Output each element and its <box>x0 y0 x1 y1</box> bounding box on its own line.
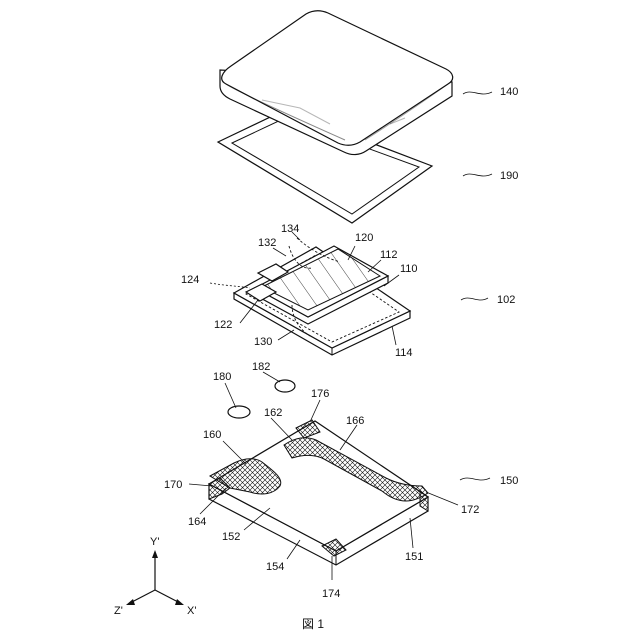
label-130: 130 <box>254 336 272 348</box>
axis-y-label: Y' <box>150 536 159 548</box>
axis-triad <box>126 550 184 605</box>
label-176: 176 <box>311 388 329 400</box>
label-114: 114 <box>395 347 413 359</box>
label-110: 110 <box>400 263 418 275</box>
label-151: 151 <box>405 551 423 563</box>
label-140: 140 <box>500 86 518 98</box>
label-132: 132 <box>258 237 276 249</box>
base-plate-150 <box>209 420 428 565</box>
label-174: 174 <box>322 588 340 600</box>
label-112: 112 <box>380 249 398 261</box>
label-122: 122 <box>214 319 232 331</box>
label-134: 134 <box>281 223 299 235</box>
label-152: 152 <box>222 531 240 543</box>
figure-caption: 図 1 <box>302 617 324 631</box>
label-172: 172 <box>461 504 479 516</box>
label-180: 180 <box>213 371 231 383</box>
label-120: 120 <box>355 232 373 244</box>
label-166: 166 <box>346 415 364 427</box>
label-154: 154 <box>266 561 284 573</box>
label-150: 150 <box>500 475 518 487</box>
label-102: 102 <box>497 294 515 306</box>
label-164: 164 <box>188 516 206 528</box>
label-170: 170 <box>164 479 182 491</box>
axis-x-label: X' <box>187 605 196 617</box>
label-190: 190 <box>500 170 518 182</box>
label-182: 182 <box>252 361 270 373</box>
label-124: 124 <box>181 274 199 286</box>
pad-182 <box>275 380 295 392</box>
label-160: 160 <box>203 429 221 441</box>
pad-180 <box>228 406 250 418</box>
axis-z-label: Z' <box>114 605 123 617</box>
label-162: 162 <box>264 407 282 419</box>
